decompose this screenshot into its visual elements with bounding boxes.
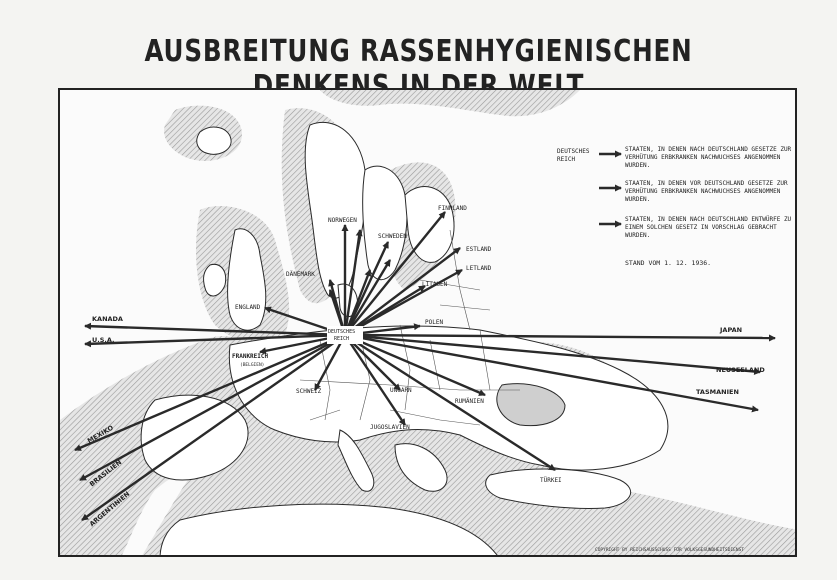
label-england: ENGLAND [235, 304, 261, 311]
arrow-to-mexiko [74, 333, 346, 452]
legend-item-1: STAATEN, IN DENEN NACH DEUTSCHLAND GESET… [625, 146, 792, 169]
label-kanada: KANADA [92, 315, 123, 323]
arrow-to-kanada [84, 322, 346, 337]
arrow-to-estland [344, 247, 461, 336]
arrow-to-jugoslavien [344, 334, 406, 426]
arrow-to-brasilien [79, 333, 346, 482]
arrow-to-argentinien [81, 334, 346, 521]
arrow-to-tasmanien [344, 333, 759, 413]
europe-map [60, 90, 795, 555]
label-tuerkei: TÜRKEI [540, 477, 562, 484]
label-neuseeland: NEUSEELAND [716, 366, 765, 374]
legend-item-2: STAATEN, IN DENEN VOR DEUTSCHLAND GESETZ… [625, 180, 788, 203]
label-schweden: SCHWEDEN [378, 233, 407, 240]
arrow-to-japan [344, 333, 776, 342]
legend-source-label: DEUTSCHES REICH [557, 148, 590, 163]
arrow-to-extra1 [343, 229, 363, 336]
arrow-to-rumanien [344, 333, 486, 397]
label-jugoslavien: JUGOSLAVIEN [370, 424, 410, 431]
page-title: AUSBREITUNG RASSENHYGIENISCHEN DENKENS I… [144, 34, 693, 104]
legend-date: STAND VOM 1. 12. 1936. [625, 259, 712, 267]
label-rumanien: RUMÄNIEN [455, 398, 484, 405]
label-finnland: FINNLAND [438, 205, 467, 212]
label-tasmanien: TASMANIEN [696, 388, 739, 396]
arrow-to-ungarn [344, 334, 401, 391]
label-schweiz: SCHWEIZ [296, 388, 322, 395]
label-japan: JAPAN [720, 326, 743, 334]
legend-arrows [599, 150, 622, 228]
arrow-to-finnland [344, 211, 446, 336]
arrow-to-extra3 [343, 259, 392, 336]
label-litauen: LITAUEN [422, 281, 448, 288]
arrow-to-neuseeland [344, 333, 761, 375]
land-masses [140, 121, 669, 555]
label-daenemark: DÄNEMARK [286, 271, 315, 278]
legend-item-3: STAATEN, IN DENEN NACH DEUTSCHLAND ENTWÜ… [625, 216, 792, 239]
label-lettland: LETLAND [466, 265, 492, 272]
copyright-notice: COPYRIGHT BY REICHSAUSSCHUSS FÜR VOLKSGE… [595, 548, 745, 553]
map-frame: DEUTSCHES REICH STAATEN, IN DENEN NACH D… [58, 88, 797, 557]
center-label-deutsches-reich: DEUTSCHES REICH [328, 329, 356, 343]
label-belgien: (BELGIEN) [240, 363, 265, 368]
label-estland: ESTLAND [466, 246, 492, 253]
label-norwegen: NORWEGEN [328, 217, 357, 224]
label-ungarn: UNGARN [390, 387, 412, 394]
arrow-to-tuerkei [344, 333, 556, 472]
arrow-to-extra2 [343, 269, 372, 336]
label-usa: U.S.A. [92, 336, 115, 344]
arrow-to-usa [84, 333, 346, 348]
arrow-to-schweiz [313, 334, 347, 391]
label-polen: POLEN [425, 319, 444, 326]
label-frankreich: FRANKREICH [232, 353, 269, 360]
